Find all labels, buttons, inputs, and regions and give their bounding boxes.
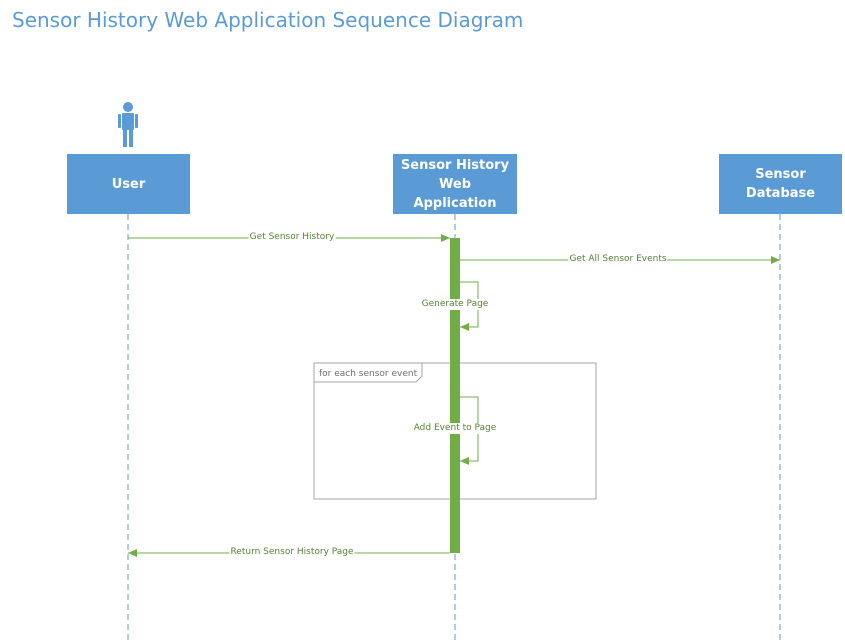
loop-frame-label: for each sensor event [319, 369, 418, 379]
lifeline-box-database[interactable]: Sensor Database [719, 154, 842, 214]
diagram-title: Sensor History Web Application Sequence … [12, 8, 524, 32]
message-label-generate-page: Generate Page [420, 299, 490, 310]
lifeline-label-user: User [111, 176, 146, 192]
message-label-get-sensor-history: Get Sensor History [248, 232, 336, 243]
message-label-add-event-to-page: Add Event to Page [412, 423, 498, 434]
lifeline-box-user[interactable]: User [67, 154, 190, 214]
lifeline-box-webapp[interactable]: Sensor History Web Application [393, 154, 517, 214]
person-icon [118, 102, 138, 147]
lifeline-label-webapp-line1: Sensor History [400, 157, 510, 173]
activation-bar-webapp [450, 238, 460, 553]
lifeline-label-database: Sensor Database [745, 167, 816, 201]
message-label-return-sensor-history-page: Return Sensor History Page [229, 547, 355, 558]
lifeline-label-webapp-line2: Web Application [413, 176, 497, 211]
message-label-get-all-sensor-events: Get All Sensor Events [568, 254, 668, 265]
